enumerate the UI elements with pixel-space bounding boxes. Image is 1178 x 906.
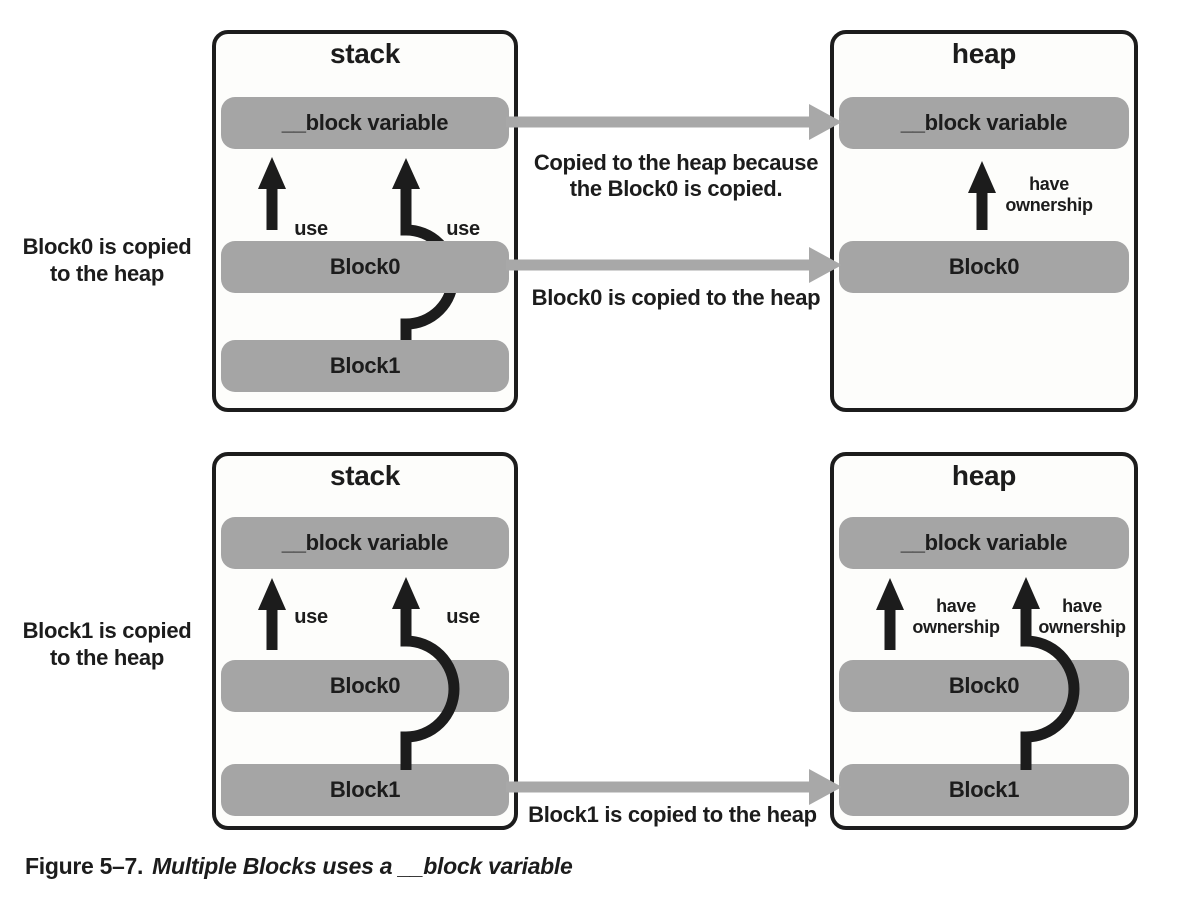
use-label-left: use xyxy=(294,606,328,628)
copy-arrow-block1-icon xyxy=(506,769,842,805)
figure-number: Figure 5–7. xyxy=(25,853,144,879)
block0-copy-annotation: Block0 is copied to the heap xyxy=(531,285,821,310)
block-variable-node: __block variable xyxy=(221,517,509,569)
heap-title: heap xyxy=(951,38,1017,69)
block-variable-node: __block variable xyxy=(839,97,1129,149)
block1-copy-annotation: Block1 is copied to the heap xyxy=(528,802,817,827)
block1-node: Block1 xyxy=(221,340,509,392)
row1-side-label: Block0 is copied to the heap xyxy=(22,234,192,286)
use-label-right: use xyxy=(446,606,480,628)
block-variable-node: __block variable xyxy=(221,97,509,149)
figure-title: Multiple Blocks uses a __block variable xyxy=(152,853,573,879)
block-variable-node: __block variable xyxy=(839,517,1129,569)
block1-node: Block1 xyxy=(839,764,1129,816)
use-label-left: use xyxy=(294,218,328,240)
row1-heap-panel: heap __block variable Block0 have owners… xyxy=(830,30,1138,412)
block0-node: Block0 xyxy=(221,241,509,293)
have-ownership-label-left: have ownership xyxy=(912,596,1000,637)
copy-arrow-block-variable-icon xyxy=(506,104,842,140)
copy-reason-annotation: Copied to the heap because the Block0 is… xyxy=(533,150,819,201)
stack-title: stack xyxy=(329,38,401,69)
have-ownership-label: have ownership xyxy=(1005,174,1093,215)
row2-heap-panel: heap __block variable Block0 Block1 have… xyxy=(830,452,1138,830)
block0-node: Block0 xyxy=(839,241,1129,293)
block0-node: Block0 xyxy=(839,660,1129,712)
row2-side-label: Block1 is copied to the heap xyxy=(22,618,192,670)
copy-arrow-block0-icon xyxy=(506,247,842,283)
block1-node: Block1 xyxy=(221,764,509,816)
figure-caption: Figure 5–7. Multiple Blocks uses a __bloc… xyxy=(25,853,573,880)
block0-node: Block0 xyxy=(221,660,509,712)
stack-title: stack xyxy=(329,460,401,491)
use-label-right: use xyxy=(446,218,480,240)
heap-title: heap xyxy=(951,460,1017,491)
have-ownership-label-right: have ownership xyxy=(1038,596,1126,637)
row1-stack-panel: stack __block variable Block0 Block1 use… xyxy=(212,30,518,412)
row2-stack-panel: stack __block variable Block0 Block1 use… xyxy=(212,452,518,830)
